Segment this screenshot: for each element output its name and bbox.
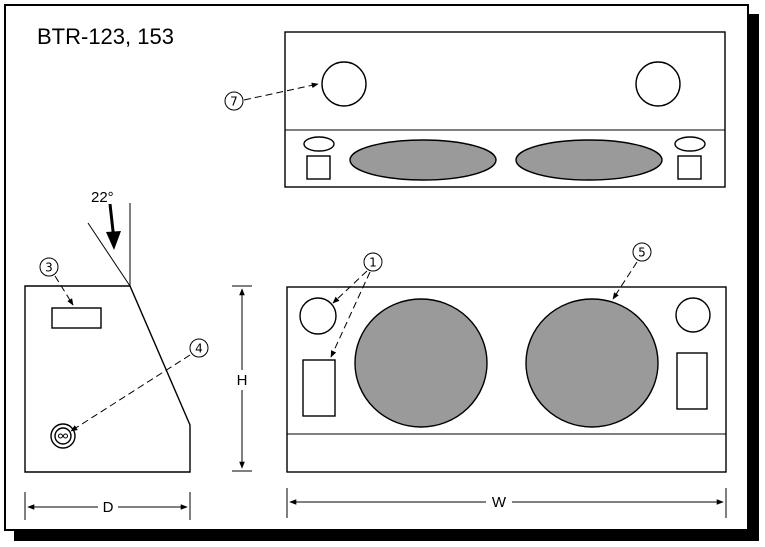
callout-1-leader-a [332,270,368,304]
callout-1-label: 1 [369,256,377,270]
depth-label: D [103,499,114,516]
callout-1-leader-b [330,271,371,358]
callout-3-circle [39,257,59,277]
callout-1: 1 [330,252,383,358]
rear-small-oval-left [303,136,335,152]
front-port-left [299,297,337,335]
angle-arrowhead [106,231,121,250]
front-view [286,286,727,473]
angle-line-1 [87,222,131,287]
side-panel-input [51,307,102,329]
depth-dimension: D [24,492,191,520]
front-slot-right [676,352,708,410]
model-title: BTR-123, 153 [37,24,174,49]
width-label: W [492,494,507,511]
rear-radiator-right [515,139,663,181]
front-woofer-left [354,298,488,428]
width-dimension: W [286,488,727,518]
height-dimension: H [232,285,252,472]
rear-view [284,31,726,188]
side-profile [24,285,191,473]
callout-4-circle [189,338,209,358]
angle-label: 22° [91,189,114,206]
callout-3: 3 [39,257,74,306]
front-panel [286,286,727,473]
height-label: H [237,372,248,389]
callout-7-label: 7 [230,95,238,109]
callout-5-circle [632,242,652,262]
callout-3-leader [54,275,74,306]
callout-4-label: 4 [195,342,203,356]
callout-7-circle [224,91,244,111]
callout-3-label: 3 [45,261,53,275]
callout-4: 4 [70,338,209,432]
callout-4-leader [70,354,191,432]
callout-7-leader [243,82,319,101]
front-port-right [675,297,711,333]
callout-5-label: 5 [638,246,646,260]
rear-square-left [306,155,331,180]
front-slot-left [302,359,336,417]
callout-5-leader [612,261,638,300]
callout-1-circle [363,252,383,272]
front-woofer-right [525,298,659,428]
rear-radiator-left [349,139,497,181]
rear-square-right [677,155,702,180]
rear-small-oval-right [674,136,706,152]
side-view: 22° [24,189,191,473]
rear-port-right [635,61,681,107]
rear-port-left [321,61,367,107]
callout-7: 7 [224,82,319,111]
callout-5: 5 [612,242,652,300]
